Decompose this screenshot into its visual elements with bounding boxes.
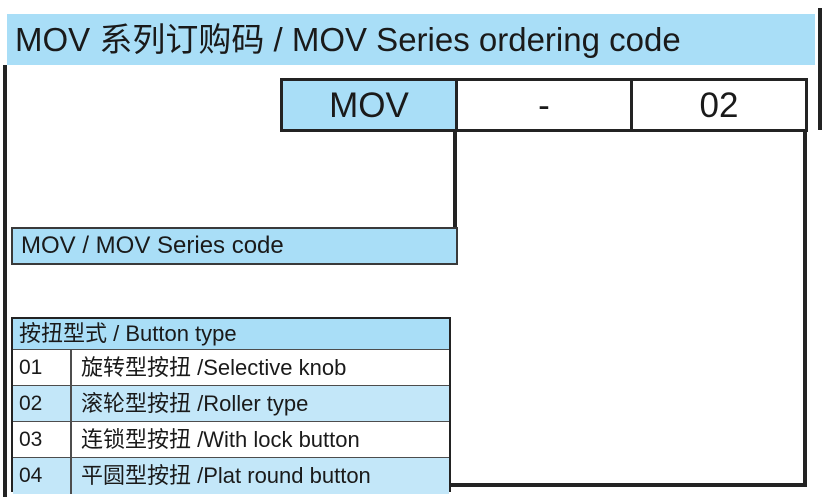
right-border-line — [818, 8, 822, 130]
page-title: MOV 系列订购码 / MOV Series ordering code — [7, 14, 815, 65]
connector-series-line — [453, 131, 457, 227]
table-row: 02 滚轮型按扭 /Roller type — [13, 386, 449, 422]
code-cell: 02 — [13, 386, 72, 421]
code-cell: 03 — [13, 422, 72, 457]
ordering-code-row: MOV - 02 — [280, 78, 808, 132]
table-row: 01 旋转型按扭 /Selective knob — [13, 350, 449, 386]
table-row: 03 连锁型按扭 /With lock button — [13, 422, 449, 458]
series-code-label: MOV / MOV Series code — [11, 227, 458, 265]
connector-button-type-horizontal-line — [451, 483, 807, 487]
code-cell: 04 — [13, 458, 72, 494]
code-box-separator: - — [455, 81, 630, 129]
code-box-series: MOV — [283, 81, 455, 129]
code-box-button-type: 02 — [630, 81, 805, 129]
desc-cell: 旋转型按扭 /Selective knob — [81, 355, 347, 380]
button-type-table: 按扭型式 / Button type 01 旋转型按扭 /Selective k… — [11, 317, 451, 494]
connector-button-type-vertical-line — [803, 131, 807, 487]
table-row: 04 平圆型按扭 /Plat round button — [13, 458, 449, 494]
code-cell: 01 — [13, 350, 72, 385]
button-type-table-header: 按扭型式 / Button type — [13, 319, 449, 350]
desc-cell: 连锁型按扭 /With lock button — [81, 427, 360, 452]
desc-cell: 平圆型按扭 /Plat round button — [81, 463, 371, 488]
left-border-line — [3, 65, 7, 497]
desc-cell: 滚轮型按扭 /Roller type — [81, 391, 309, 416]
